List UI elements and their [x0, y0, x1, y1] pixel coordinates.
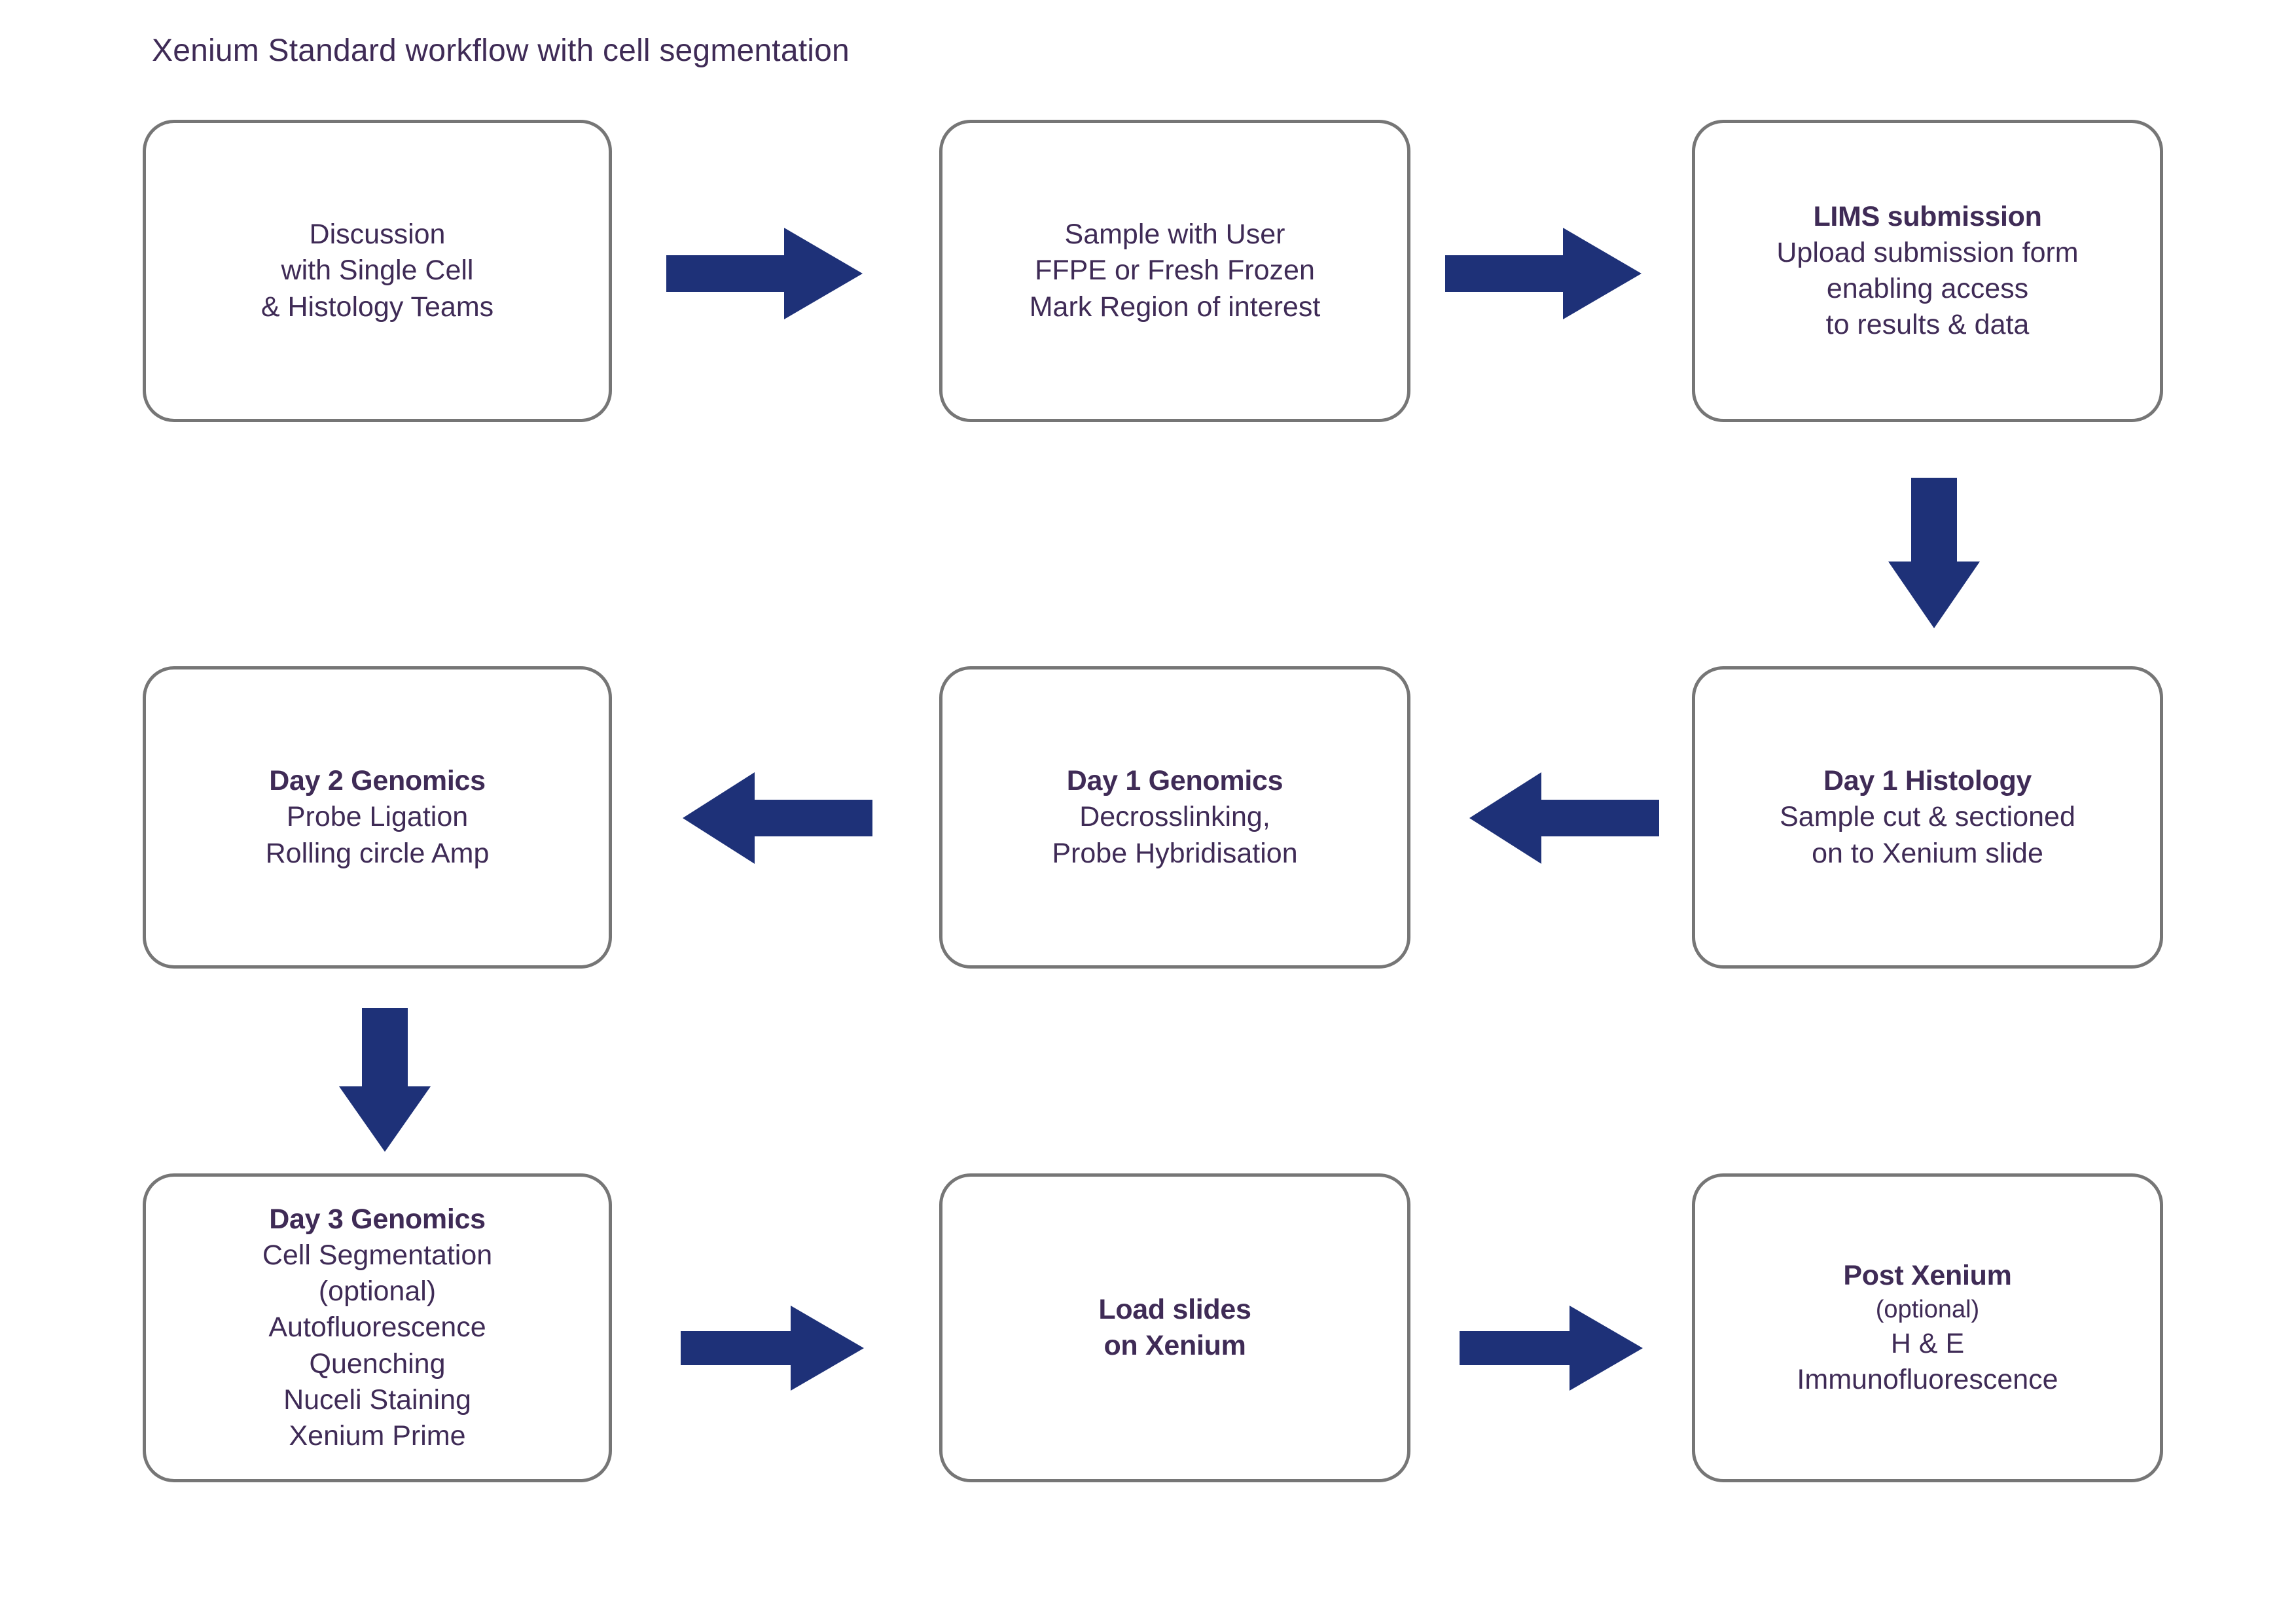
node-line: FFPE or Fresh Frozen [1035, 255, 1315, 287]
arrow-day1-histology-to-day1-genomics [1469, 772, 1659, 864]
node-heading: Day 3 Genomics [269, 1204, 486, 1236]
node-line: Probe Ligation [286, 801, 469, 833]
node-day-2-genomics[interactable]: Day 2 Genomics Probe Ligation Rolling ci… [143, 666, 612, 969]
node-lims-submission[interactable]: LIMS submission Upload submission form e… [1692, 120, 2163, 422]
arrow-load-slides-to-post-xenium [1460, 1306, 1643, 1391]
page-title: Xenium Standard workflow with cell segme… [152, 33, 850, 68]
node-discussion[interactable]: Discussion with Single Cell & Histology … [143, 120, 612, 422]
arrow-lims-to-day1-histology [1888, 478, 1980, 628]
node-line: enabling access [1826, 273, 2029, 304]
node-heading: Load slides [1098, 1293, 1251, 1325]
node-heading: Day 1 Genomics [1066, 765, 1283, 797]
node-heading: on Xenium [1103, 1330, 1246, 1361]
node-heading: Day 1 Histology [1823, 765, 2032, 797]
node-line: to results & data [1825, 309, 2030, 341]
arrow-day3-genomics-to-load-slides [681, 1306, 864, 1391]
arrow-day2-genomics-to-day3-genomics [339, 1008, 431, 1152]
node-line: & Histology Teams [260, 291, 494, 323]
node-line: Cell Segmentation [262, 1240, 493, 1272]
arrow-day1-genomics-to-day2-genomics [683, 772, 872, 864]
node-line: Rolling circle Amp [265, 837, 490, 869]
node-line: on to Xenium slide [1812, 837, 2043, 869]
arrow-discussion-to-sample [666, 228, 863, 319]
node-post-xenium[interactable]: Post Xenium (optional) H & E Immunofluor… [1692, 1173, 2163, 1482]
node-line: Autofluorescence [268, 1311, 486, 1344]
node-line: Probe Hybridisation [1052, 837, 1298, 869]
node-day-1-histology[interactable]: Day 1 Histology Sample cut & sectioned o… [1692, 666, 2163, 969]
node-line: Decrosslinking, [1079, 801, 1270, 833]
node-heading: Day 2 Genomics [269, 765, 486, 797]
node-heading: LIMS submission [1813, 200, 2042, 232]
node-load-slides[interactable]: Load slides on Xenium [939, 1173, 1410, 1482]
node-line: (optional) [318, 1275, 437, 1308]
node-day-3-genomics[interactable]: Day 3 Genomics Cell Segmentation (option… [143, 1173, 612, 1482]
node-line: Immunofluorescence [1797, 1363, 2058, 1395]
node-line: Upload submission form [1776, 236, 2079, 268]
arrow-sample-to-lims [1445, 228, 1641, 319]
node-heading: Post Xenium [1843, 1260, 2012, 1292]
node-line: Mark Region of interest [1029, 291, 1321, 323]
node-line: Nuceli Staining [283, 1383, 471, 1416]
node-line: Discussion [309, 219, 446, 251]
node-line: Sample with User [1064, 219, 1285, 251]
node-line: (optional) [1875, 1296, 1980, 1324]
node-line: Sample cut & sectioned [1780, 801, 2075, 833]
node-line: with Single Cell [281, 255, 474, 287]
node-line: Xenium Prime [289, 1419, 466, 1452]
node-line: H & E [1890, 1327, 1965, 1359]
node-sample-with-user[interactable]: Sample with User FFPE or Fresh Frozen Ma… [939, 120, 1410, 422]
node-day-1-genomics[interactable]: Day 1 Genomics Decrosslinking, Probe Hyb… [939, 666, 1410, 969]
node-line: Quenching [309, 1347, 446, 1380]
